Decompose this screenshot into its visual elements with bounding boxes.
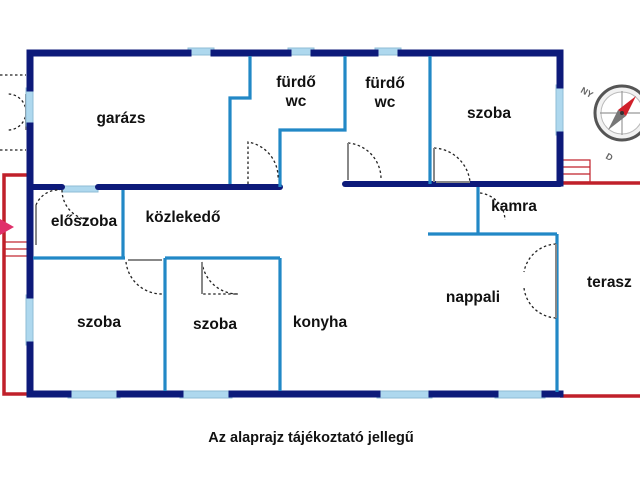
room-wc-2: wc: [374, 94, 396, 111]
inner-walls: [33, 56, 559, 392]
compass-icon: [593, 84, 640, 142]
room-nappali: nappali: [446, 289, 500, 306]
plan-caption: Az alaprajz tájékoztató jellegű: [208, 430, 413, 446]
room-furdo-1: fürdő: [276, 74, 316, 91]
room-eloszoba: előszoba: [51, 213, 118, 230]
garage-outside-door: [0, 74, 27, 151]
compass-south-label: D: [604, 151, 615, 163]
room-garazs: garázs: [96, 110, 145, 127]
entrance-outline: [0, 173, 30, 396]
room-wc-1: wc: [285, 93, 307, 110]
room-szoba-mid: szoba: [193, 316, 237, 333]
room-szoba-sw: szoba: [77, 314, 121, 331]
entrance-arrow-icon: [0, 219, 14, 235]
interior-doors: [35, 141, 557, 319]
room-kozlekedo: közlekedő: [146, 209, 221, 226]
room-furdo-2: fürdő: [365, 75, 405, 92]
room-konyha: konyha: [293, 314, 348, 331]
outer-walls: [26, 49, 564, 398]
room-terasz: terasz: [587, 274, 632, 291]
compass-north-label: NY: [579, 85, 595, 100]
room-szoba-ne: szoba: [467, 105, 511, 122]
room-kamra: kamra: [491, 198, 537, 215]
